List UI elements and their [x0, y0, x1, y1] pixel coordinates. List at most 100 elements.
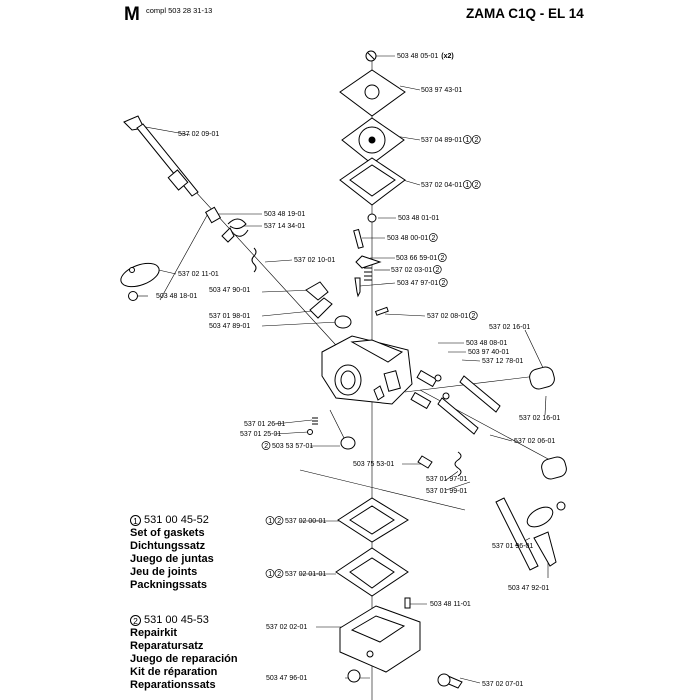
kit-number: 1: [268, 571, 272, 578]
kit-number: 2: [474, 137, 478, 144]
part-drawings: [120, 50, 567, 689]
kit-circle: [462, 180, 472, 189]
choke-screw: [556, 501, 566, 511]
kit-badge-2: 2: [130, 614, 141, 626]
lever: [374, 306, 389, 316]
h-screw: [459, 375, 501, 413]
kit-2-desc-fr: Kit de réparation: [130, 666, 218, 678]
kit-1-desc-sv: Packningssats: [130, 579, 208, 591]
part-label: 537 14 34-01: [264, 223, 305, 230]
part-label: 537 02 10-01: [294, 257, 335, 264]
kit-1-desc-es: Juego de juntas: [130, 553, 214, 565]
kit-number: 2: [277, 518, 281, 525]
carburetor-body: [321, 335, 413, 405]
kit-2-desc-de: Reparatursatz: [130, 640, 204, 652]
kit-circle: [265, 569, 275, 578]
inlet-needle: [354, 277, 361, 298]
kit-number: 2: [264, 443, 268, 450]
kit-number: 2: [441, 280, 445, 287]
compl-label: compl: [146, 6, 167, 15]
part-label: 503 48 11-01: [430, 601, 471, 608]
part-label: 537 01 25-01: [240, 431, 281, 438]
part-label: 537 04 89-01: [421, 137, 462, 144]
kit-number: 2: [277, 571, 281, 578]
choke-valve: [526, 506, 554, 528]
kit-circle: [432, 265, 442, 274]
washer-o2: [434, 374, 442, 382]
bracket: [309, 297, 333, 319]
needle: [355, 255, 382, 269]
compl-reference: compl 503 28 31-13: [146, 6, 212, 15]
part-label: 503 47 96-01: [266, 675, 307, 682]
part-label: 537 12 78-01: [482, 358, 523, 365]
part-label: 503 48 19-01: [264, 211, 305, 218]
part-label: 537 02 01-01: [285, 571, 326, 578]
part-label: 537 02 11-01: [178, 271, 219, 278]
kit-1-desc-fr: Jeu de joints: [130, 566, 198, 578]
spring-h: [416, 369, 438, 388]
l-screw: [437, 397, 479, 435]
spring-clip: [221, 227, 235, 243]
kit-number: 1: [268, 518, 272, 525]
pin-small: [404, 597, 411, 609]
lever-arm: [305, 281, 329, 301]
kit-2-desc-en: Repairkit: [130, 627, 178, 639]
part-label: 537 02 08-01: [427, 313, 468, 320]
kit-circle: [468, 311, 478, 320]
small-screw: [367, 213, 377, 223]
kit-number-1: 531 00 45-52: [144, 514, 209, 526]
kit-2-desc-sv: Reparationssats: [130, 679, 216, 691]
part-label: 503 48 05-01: [397, 53, 438, 60]
kit-number: 2: [474, 182, 478, 189]
spring-l: [410, 391, 432, 410]
kit-1-desc-de: Dichtungssatz: [130, 540, 206, 552]
kit-circle: [438, 278, 448, 287]
pin: [353, 228, 364, 249]
compl-number: 503 28 31-13: [168, 6, 213, 15]
valve-screw: [128, 291, 138, 301]
kit-number: 2: [431, 235, 435, 242]
kit-circle: [261, 441, 271, 450]
kit-circle: [265, 516, 275, 525]
spring-mid: [454, 451, 462, 477]
kit-circle: [471, 135, 481, 144]
kit-circle: [428, 233, 438, 242]
kit-badge-1: 1: [130, 514, 141, 526]
kit-number: 1: [465, 137, 469, 144]
part-label: 537 02 02-01: [266, 624, 307, 631]
part-label: 537 01 98-01: [209, 313, 250, 320]
kit-number: 1: [465, 182, 469, 189]
throttle-valve: [120, 262, 160, 288]
part-suffix: (x2): [441, 53, 453, 60]
kit-number-2: 531 00 45-53: [144, 614, 209, 626]
throttle-spring: [251, 247, 257, 273]
part-label: 503 75 53-01: [353, 461, 394, 468]
part-label: 503 48 01-01: [398, 215, 439, 222]
part-label: 537 02 03-01: [391, 267, 432, 274]
part-label: 537 02 07-01: [482, 681, 523, 688]
part-label: 537 02 00-01: [285, 518, 326, 525]
caps-top: [529, 366, 555, 390]
part-label: 503 66 59-01: [396, 255, 437, 262]
part-label: 537 02 06-01: [514, 438, 555, 445]
caps-bottom: [541, 456, 567, 480]
bushing: [204, 206, 222, 224]
spring-tiny: [312, 417, 318, 425]
kit-1-desc-en: Set of gaskets: [130, 527, 205, 539]
part-label: 503 48 08-01: [466, 340, 507, 347]
part-label: 537 01 26-01: [244, 421, 285, 428]
bottom-screw-left: [347, 669, 361, 683]
part-label: 503 53 57-01: [272, 443, 313, 450]
washer-o: [442, 392, 450, 400]
kit-circle: [274, 569, 284, 578]
part-label: 503 47 89-01: [209, 323, 250, 330]
part-label: 503 47 90-01: [209, 287, 250, 294]
part-label: 503 48 18-01: [156, 293, 197, 300]
spring-small: [364, 267, 372, 281]
diagram-title: ZAMA C1Q - EL 14: [466, 6, 584, 21]
filter: [340, 436, 356, 450]
